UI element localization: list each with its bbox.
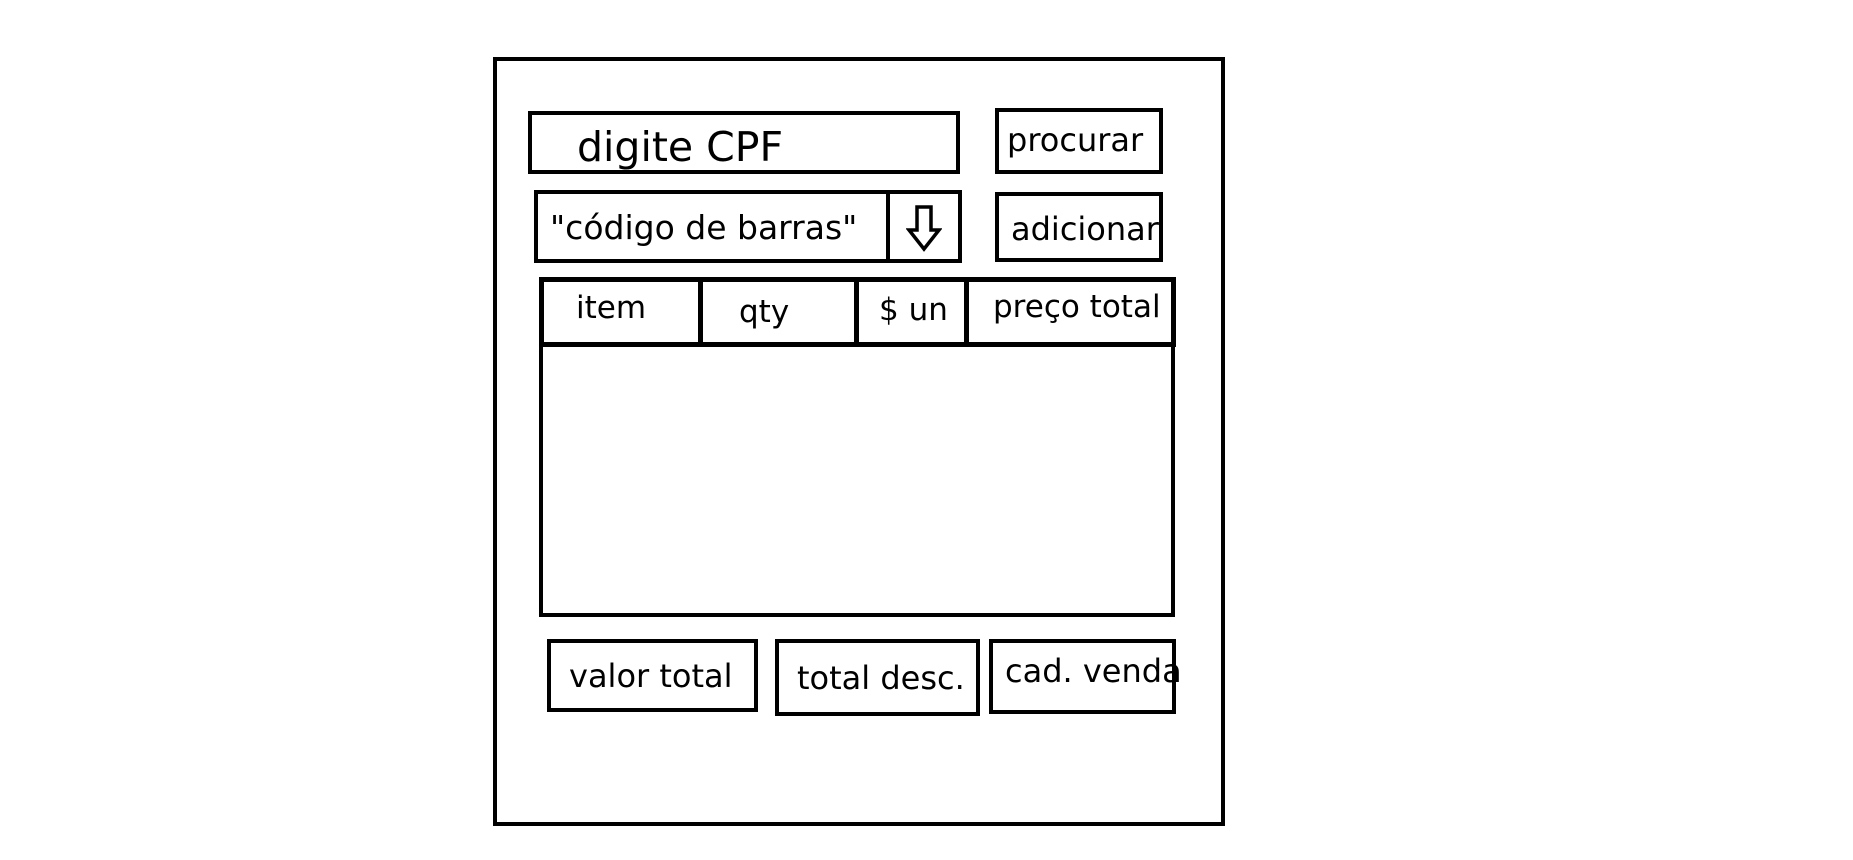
items-table-header: item qty $ un preço total — [539, 277, 1176, 347]
add-button-label: adicionar — [1011, 210, 1159, 248]
column-header-label: qty — [739, 294, 790, 330]
column-header-total-price: preço total — [993, 289, 1161, 325]
total-value-field: valor total — [547, 639, 758, 712]
column-header-label: item — [576, 290, 647, 326]
add-button[interactable]: adicionar — [995, 192, 1163, 262]
down-arrow-icon — [906, 205, 942, 252]
search-button[interactable]: procurar — [995, 108, 1163, 174]
column-header-item: item — [539, 277, 703, 347]
cpf-placeholder: digite CPF — [577, 123, 784, 171]
total-discount-label: total desc. — [797, 659, 965, 697]
barcode-select[interactable]: "código de barras" — [534, 190, 962, 263]
search-button-label: procurar — [1007, 121, 1144, 159]
column-header-unit-price: $ un — [854, 277, 969, 347]
register-sale-button[interactable]: cad. venda — [989, 639, 1182, 714]
column-header-qty: qty — [703, 277, 859, 347]
column-header-label: $ un — [879, 292, 948, 328]
dropdown-button[interactable] — [886, 190, 962, 263]
total-value-label: valor total — [569, 657, 733, 695]
total-discount-field: total desc. — [775, 639, 980, 716]
cpf-input[interactable]: digite CPF — [528, 111, 960, 174]
register-sale-label: cad. venda — [1005, 652, 1182, 690]
barcode-value: "código de barras" — [550, 208, 858, 247]
